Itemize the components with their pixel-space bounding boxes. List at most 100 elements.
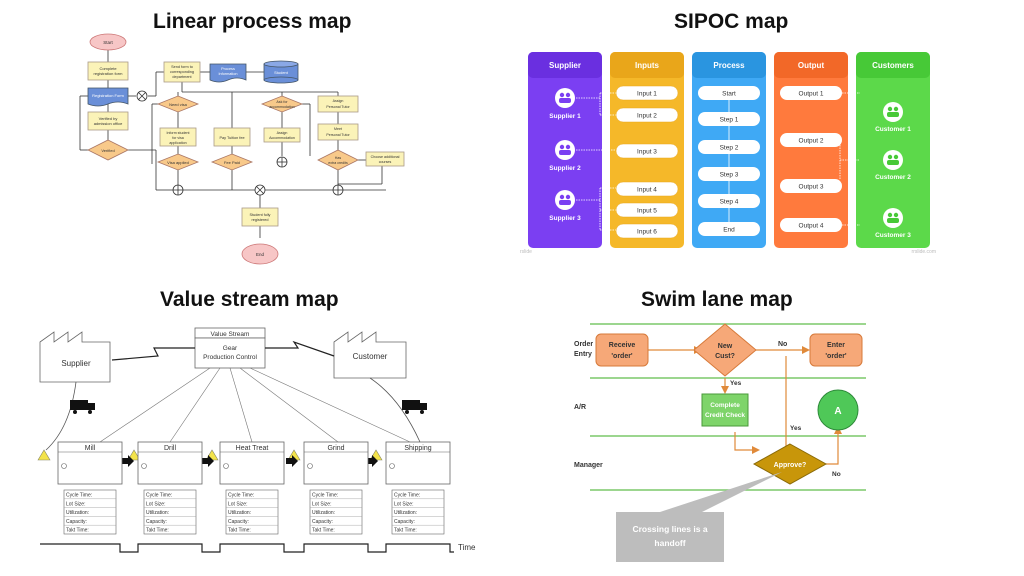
supplier-3-label: Supplier 3 bbox=[549, 215, 581, 222]
linear-student-db-label: Student bbox=[274, 70, 289, 75]
process-heat-treat-label: Heat Treat bbox=[236, 445, 269, 452]
vsm-time-label: Time bbox=[458, 543, 476, 552]
linear-send-form-line2: corresponding bbox=[170, 70, 194, 74]
supplier-1-label: Supplier 1 bbox=[549, 113, 581, 120]
vsm-supplier-label: Supplier bbox=[61, 359, 91, 368]
linear-process-info-line2: Information bbox=[219, 72, 238, 76]
process-box-heat-treat bbox=[219, 441, 285, 485]
approve-label: Approve? bbox=[774, 462, 807, 469]
linear-has-credits-line2: extra credits bbox=[328, 161, 348, 165]
linear-registration-doc bbox=[87, 87, 129, 107]
process-box-grind bbox=[303, 441, 369, 485]
linear-process-title: Linear process map bbox=[153, 10, 352, 33]
data-field-drill: Cycle Time: bbox=[146, 493, 172, 499]
swim-lane-diagram: Order Entry A/R Manager Receive 'order' … bbox=[574, 323, 866, 562]
linear-verified-by-line1: Verified by bbox=[99, 116, 118, 121]
linear-ask-acc-line2: accommodation bbox=[269, 105, 294, 109]
linear-registered-node bbox=[241, 207, 279, 227]
receive-order-line2: 'order' bbox=[611, 353, 633, 360]
linear-end-node bbox=[241, 243, 279, 265]
linear-process-diagram: Start Complete registration form Registr… bbox=[79, 33, 405, 265]
input-5-pill bbox=[615, 202, 679, 218]
inbound-truck-icon bbox=[70, 400, 88, 410]
data-field-heat-treat: Cycle Time: bbox=[228, 493, 254, 499]
enter-order-line2: 'order' bbox=[825, 353, 847, 360]
vsm-control-box bbox=[194, 337, 266, 369]
sipoc-watermark-left: rslide bbox=[520, 249, 532, 255]
linear-complete-line1: Complete bbox=[99, 66, 117, 71]
data-field-drill: Takt Time: bbox=[146, 528, 169, 534]
data-box-shipping bbox=[391, 489, 445, 535]
linear-meet-tutor-line2: Personal Tutor bbox=[326, 133, 350, 137]
value-stream-diagram: Supplier Customer Value Stream Gear Prod… bbox=[37, 327, 476, 553]
data-field-shipping: Takt Time: bbox=[394, 528, 417, 534]
operator-icon bbox=[61, 463, 67, 469]
lane-ar-label: A/R bbox=[574, 404, 586, 411]
linear-fee-paid-label: Fee Paid bbox=[224, 160, 240, 165]
supplier-2-label: Supplier 2 bbox=[549, 165, 581, 172]
data-field-heat-treat: Lot Size: bbox=[228, 501, 247, 507]
customer-2-label: Customer 2 bbox=[875, 174, 911, 181]
data-box-drill bbox=[143, 489, 197, 535]
process-step-2-pill bbox=[698, 140, 760, 154]
linear-end-label: End bbox=[256, 252, 265, 257]
linear-need-visa-decision bbox=[156, 95, 200, 113]
process-step-1-pill bbox=[698, 112, 760, 126]
new-customer-no-label: No bbox=[778, 341, 787, 348]
linear-send-form-line1: Send form to bbox=[171, 65, 193, 69]
sipoc-diagram: Supplier Inputs Process Output Customers… bbox=[520, 40, 936, 256]
linear-ask-acc-decision bbox=[260, 95, 304, 113]
linear-send-form-node bbox=[163, 61, 201, 83]
swim-lane-title: Swim lane map bbox=[641, 288, 793, 311]
linear-need-visa-label: Need visa bbox=[169, 102, 188, 107]
data-field-heat-treat: Utilization: bbox=[228, 510, 251, 516]
push-arrow-icon bbox=[122, 455, 134, 467]
linear-assign-tutor-node bbox=[317, 95, 359, 113]
linear-verified-by-line2: admission office bbox=[94, 121, 123, 126]
data-field-mill: Takt Time: bbox=[66, 528, 89, 534]
linear-choose-node bbox=[365, 151, 405, 167]
output-2-pill bbox=[780, 133, 842, 147]
process-step-2-label: Step 2 bbox=[720, 145, 739, 152]
operator-icon bbox=[141, 463, 147, 469]
vsm-header-label: Value Stream bbox=[211, 331, 250, 338]
input-2-label: Input 2 bbox=[637, 113, 657, 120]
sipoc-title: SIPOC map bbox=[674, 10, 789, 33]
linear-meet-tutor-line1: Meet bbox=[334, 127, 342, 131]
data-field-shipping: Capacity: bbox=[394, 519, 415, 525]
callout-pointer bbox=[660, 472, 782, 514]
output-3-label: Output 3 bbox=[799, 184, 824, 191]
linear-student-db-top bbox=[263, 60, 299, 68]
inventory-triangle-icon bbox=[127, 449, 141, 461]
output-1-label: Output 1 bbox=[799, 91, 824, 98]
credit-check-line2: Credit Check bbox=[705, 412, 745, 419]
data-field-mill: Utilization: bbox=[66, 510, 89, 516]
data-field-heat-treat: Takt Time: bbox=[228, 528, 251, 534]
value-stream-title: Value stream map bbox=[160, 288, 339, 311]
process-grind-label: Grind bbox=[327, 445, 344, 452]
vsm-info-flow-right bbox=[265, 340, 335, 357]
lane-manager-label: Manager bbox=[574, 462, 603, 469]
push-arrow-icon bbox=[202, 455, 214, 467]
linear-pay-fee-node bbox=[213, 127, 251, 147]
inventory-triangle-icon bbox=[37, 449, 51, 461]
enter-order-node bbox=[809, 333, 863, 367]
input-3-pill bbox=[615, 143, 679, 159]
linear-send-form-line3: department bbox=[172, 75, 192, 79]
linear-registered-line2: registered bbox=[252, 218, 269, 222]
handoff-callout bbox=[616, 512, 724, 562]
push-arrow-icon bbox=[366, 455, 378, 467]
vsm-timeline bbox=[40, 543, 454, 553]
push-arrow-icon bbox=[286, 455, 298, 467]
linear-pay-fee-label: Pay Tuition fee bbox=[219, 136, 244, 140]
input-6-pill bbox=[615, 223, 679, 239]
data-field-grind: Capacity: bbox=[312, 519, 333, 525]
linear-assign-acc-line2: Accommodation bbox=[269, 136, 295, 140]
data-field-shipping: Cycle Time: bbox=[394, 493, 420, 499]
output-1-pill bbox=[780, 86, 842, 100]
sipoc-header-customers: Customers bbox=[872, 61, 914, 70]
process-box-mill bbox=[57, 441, 123, 485]
vsm-control-line1: Gear bbox=[223, 345, 238, 352]
linear-process-info-line1: Process bbox=[221, 67, 235, 71]
connector-a-node bbox=[817, 389, 859, 431]
